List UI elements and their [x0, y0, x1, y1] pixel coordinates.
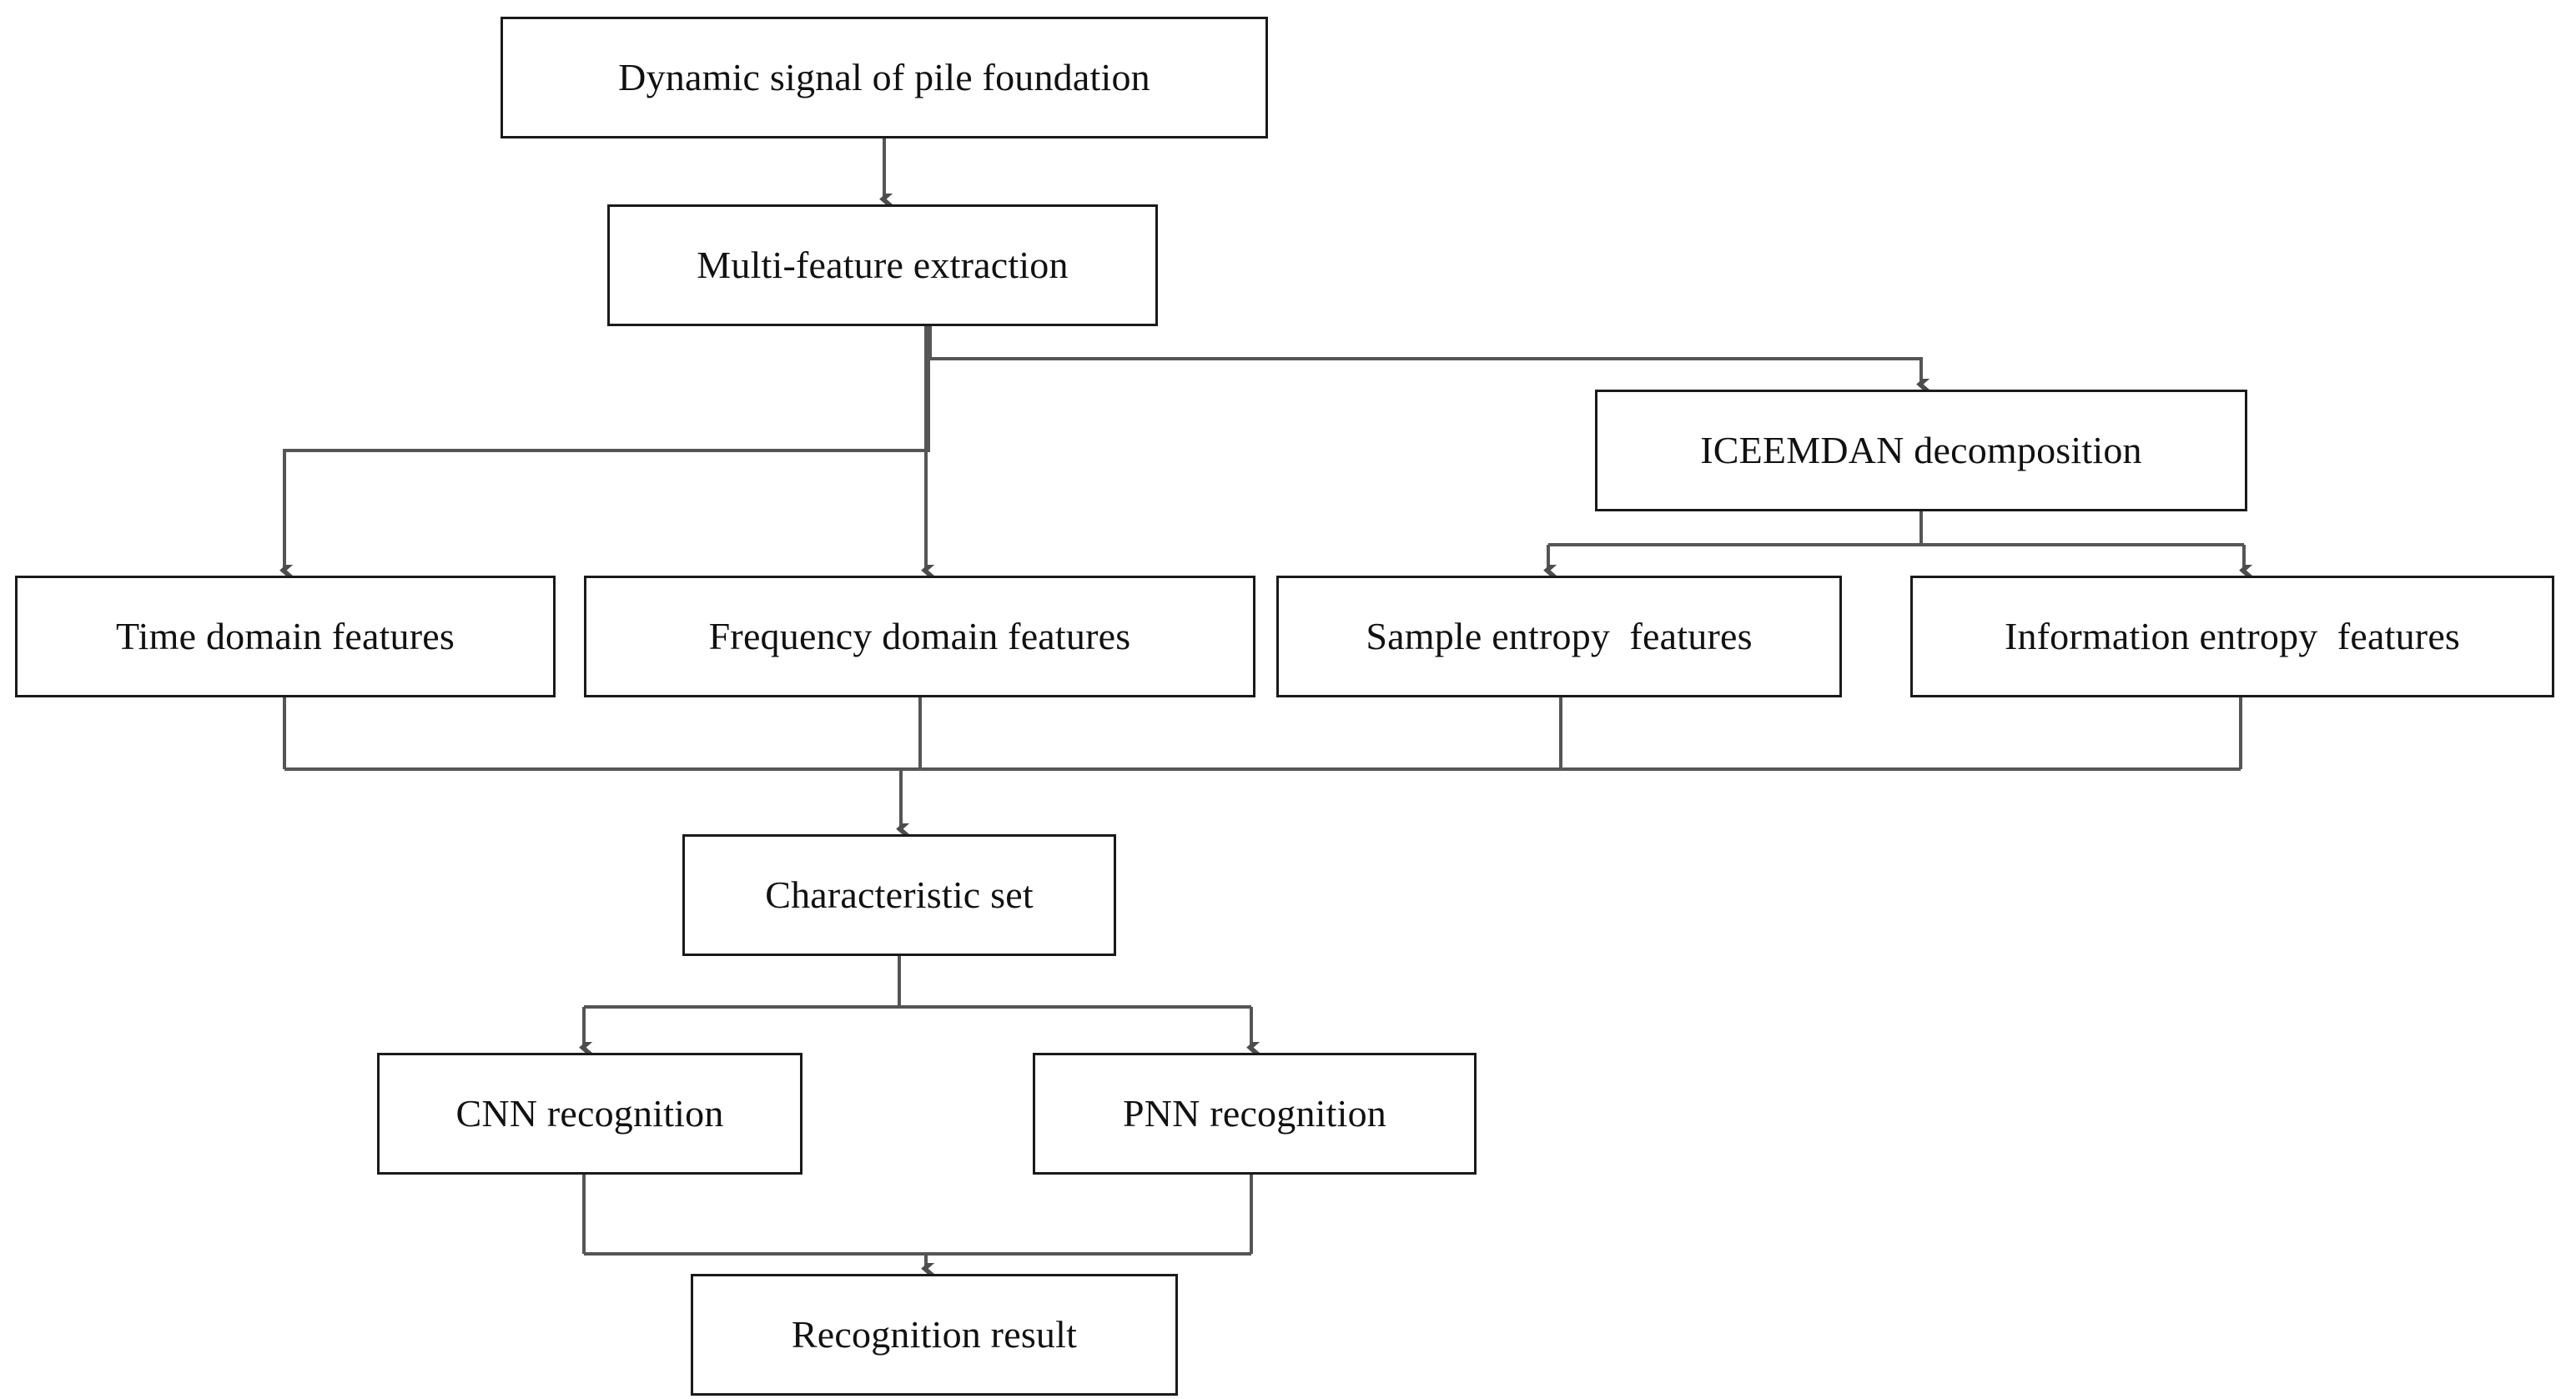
node-label: ICEEMDAN decomposition — [1700, 428, 2142, 471]
node-sample-entropy[interactable]: Sample entropy features — [1276, 576, 1842, 697]
node-time-domain[interactable]: Time domain features — [15, 576, 556, 697]
node-label: Frequency domain features — [708, 614, 1131, 657]
edge-multi-feature-to-iceemdan — [928, 326, 1921, 383]
node-label: PNN recognition — [1122, 1091, 1386, 1135]
node-label: CNN recognition — [455, 1091, 724, 1135]
node-label: Characteristic set — [765, 873, 1034, 916]
node-label: Multi-feature extraction — [697, 243, 1069, 286]
node-recognition-result[interactable]: Recognition result — [691, 1274, 1178, 1396]
node-characteristic-set[interactable]: Characteristic set — [682, 834, 1116, 956]
edge-multi-feature-to-time-domain — [284, 326, 930, 569]
node-label: Time domain features — [115, 614, 455, 657]
node-information-entropy[interactable]: Information entropy features — [1910, 576, 2554, 697]
node-iceemdan[interactable]: ICEEMDAN decomposition — [1595, 390, 2247, 511]
node-frequency-domain[interactable]: Frequency domain features — [584, 576, 1255, 697]
node-label: Information entropy features — [2004, 614, 2461, 657]
node-label: Dynamic signal of pile foundation — [618, 55, 1150, 98]
node-label: Sample entropy features — [1366, 614, 1753, 657]
node-label: Recognition result — [791, 1312, 1078, 1356]
node-cnn-recognition[interactable]: CNN recognition — [377, 1053, 802, 1175]
node-dynamic-signal[interactable]: Dynamic signal of pile foundation — [501, 17, 1268, 138]
node-pnn-recognition[interactable]: PNN recognition — [1033, 1053, 1477, 1175]
node-multi-feature[interactable]: Multi-feature extraction — [607, 204, 1158, 326]
